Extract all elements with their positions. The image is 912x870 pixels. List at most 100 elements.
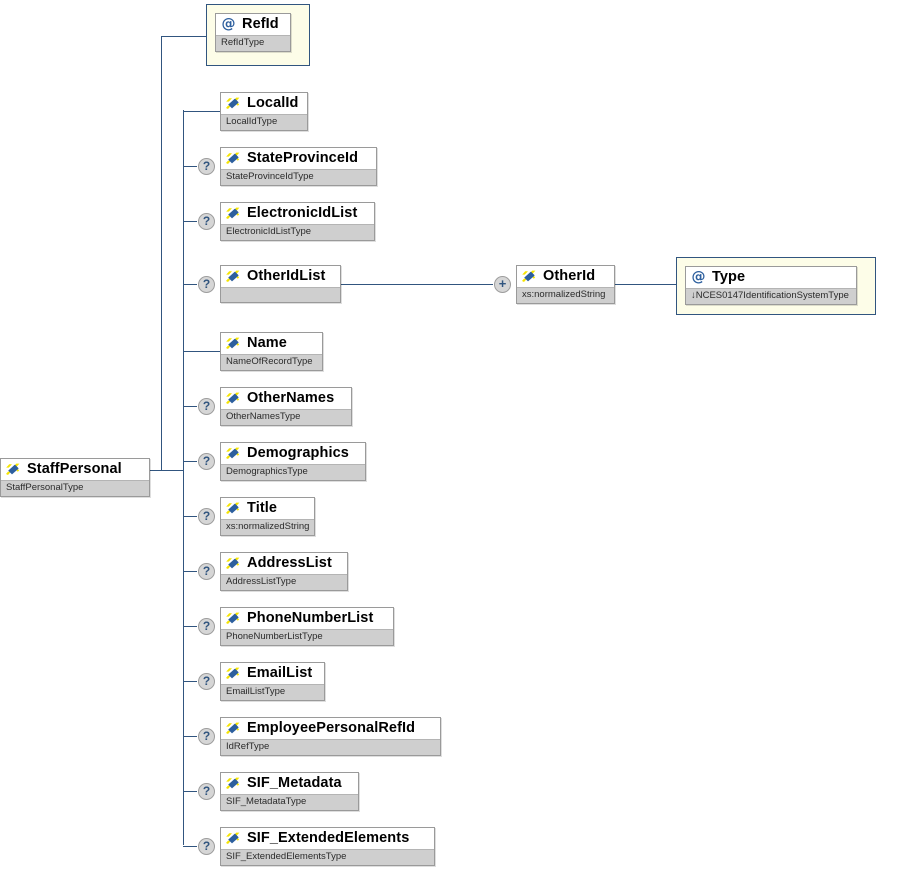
connector-line: [183, 736, 197, 737]
element-icon: [522, 270, 537, 283]
node-name: Title: [247, 500, 278, 516]
node-title: ElectronicIdList: [221, 203, 374, 224]
connector-line: [161, 36, 162, 470]
node-type: [221, 287, 340, 302]
node-name: SIF_Metadata: [247, 775, 342, 791]
node-type: ElectronicIdListType: [221, 224, 374, 240]
node-title: EmployeePersonalRefId: [221, 718, 440, 739]
node-title: OtherIdList: [221, 266, 340, 287]
element-icon: [226, 447, 241, 460]
optional-badge-icon[interactable]: ?: [198, 453, 215, 470]
node-title: OtherId: [517, 266, 614, 287]
node-title: SIF_ExtendedElements: [221, 828, 434, 849]
optional-badge-icon[interactable]: ?: [198, 563, 215, 580]
node-title: SIF_Metadata: [221, 773, 358, 794]
node-name: PhoneNumberList: [247, 610, 374, 626]
at-icon: @: [691, 269, 706, 285]
optional-badge-icon[interactable]: ?: [198, 673, 215, 690]
optional-badge-icon[interactable]: ?: [198, 213, 215, 230]
node-title: AddressList: [221, 553, 347, 574]
element-icon: [226, 97, 241, 110]
schema-node-title[interactable]: Title xs:normalizedString: [220, 497, 315, 536]
node-title: StaffPersonal: [1, 459, 149, 480]
node-name: Type: [712, 269, 746, 285]
node-type: NameOfRecordType: [221, 354, 322, 370]
connector-line: [183, 626, 197, 627]
root-name: StaffPersonal: [27, 461, 122, 477]
node-type: DemographicsType: [221, 464, 365, 480]
schema-node-otheridlist[interactable]: OtherIdList: [220, 265, 341, 303]
node-type: LocalIdType: [221, 114, 307, 130]
element-icon: [226, 612, 241, 625]
node-type: xs:normalizedString: [221, 519, 314, 535]
element-icon: [226, 722, 241, 735]
node-title: Demographics: [221, 443, 365, 464]
optional-badge-icon[interactable]: ?: [198, 276, 215, 293]
optional-badge-icon[interactable]: ?: [198, 398, 215, 415]
node-name: SIF_ExtendedElements: [247, 830, 410, 846]
node-type: SIF_MetadataType: [221, 794, 358, 810]
connector-line: [183, 516, 197, 517]
connector-line: [341, 284, 493, 285]
element-icon: [226, 502, 241, 515]
optional-badge-icon[interactable]: ?: [198, 838, 215, 855]
optional-badge-icon[interactable]: ?: [198, 508, 215, 525]
node-type: RefIdType: [216, 35, 290, 51]
connector-line: [183, 110, 184, 845]
node-name: OtherIdList: [247, 268, 326, 284]
optional-badge-icon[interactable]: ?: [198, 783, 215, 800]
node-name: AddressList: [247, 555, 332, 571]
node-name: RefId: [242, 16, 279, 32]
connector-line: [183, 461, 197, 462]
attribute-panel-type: @Type↓NCES0147IdentificationSystemType: [676, 257, 876, 315]
connector-line: [183, 846, 197, 847]
connector-line: [183, 681, 197, 682]
connector-line: [183, 791, 197, 792]
expand-badge-icon[interactable]: +: [494, 276, 511, 293]
node-name: ElectronicIdList: [247, 205, 358, 221]
node-title: @RefId: [216, 14, 290, 35]
node-name: Name: [247, 335, 287, 351]
connector-line: [150, 470, 184, 471]
element-icon: [226, 152, 241, 165]
connector-line: [183, 406, 197, 407]
connector-line: [183, 166, 197, 167]
element-icon: [226, 832, 241, 845]
element-icon: [226, 337, 241, 350]
schema-node-type[interactable]: @Type↓NCES0147IdentificationSystemType: [685, 266, 857, 305]
node-name: LocalId: [247, 95, 299, 111]
connector-line: [183, 571, 197, 572]
optional-badge-icon[interactable]: ?: [198, 728, 215, 745]
node-name: EmailList: [247, 665, 313, 681]
connector-line: [183, 284, 197, 285]
node-title: StateProvinceId: [221, 148, 376, 169]
node-type: xs:normalizedString: [517, 287, 614, 303]
element-icon: [226, 667, 241, 680]
connector-line: [183, 221, 197, 222]
node-type: AddressListType: [221, 574, 347, 590]
node-title: LocalId: [221, 93, 307, 114]
element-icon: [226, 207, 241, 220]
optional-badge-icon[interactable]: ?: [198, 158, 215, 175]
connector-line: [183, 111, 220, 112]
node-name: OtherNames: [247, 390, 335, 406]
node-name: StateProvinceId: [247, 150, 359, 166]
optional-badge-icon[interactable]: ?: [198, 618, 215, 635]
